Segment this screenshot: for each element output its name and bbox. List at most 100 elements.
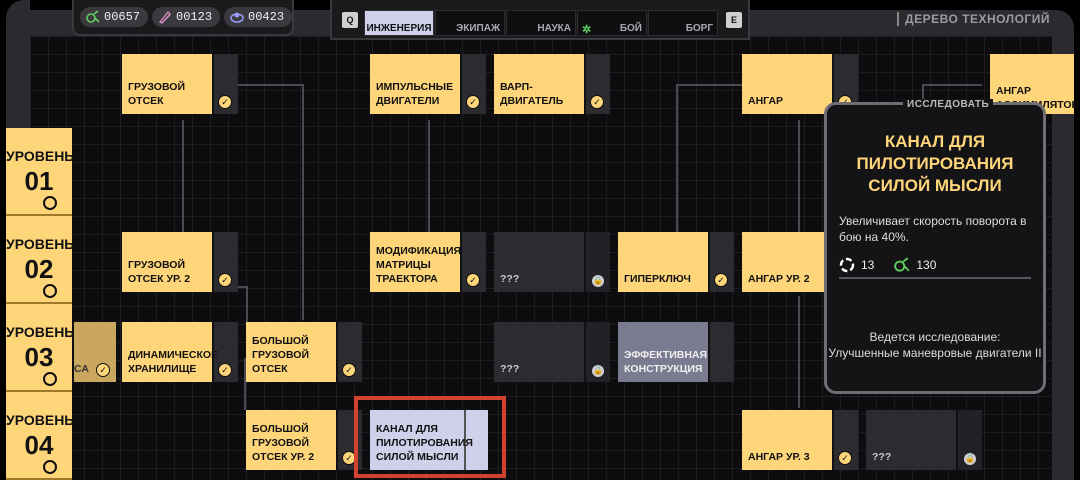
connector-line [798, 120, 800, 236]
level-number: 02 [24, 254, 54, 284]
level-1: УРОВЕНЬ 01 [6, 128, 75, 216]
tech-card[interactable]: ГРУЗОВОЙ ОТСЕК УР. 2 ✓ [122, 232, 238, 292]
check-icon: ✓ [218, 363, 232, 377]
check-icon: ✓ [466, 95, 480, 109]
tech-card-name: ВАРП-ДВИГАТЕЛЬ [500, 81, 564, 107]
tech-card-locked[interactable]: ??? 🔒 [494, 232, 610, 292]
level-number: 01 [24, 166, 54, 196]
check-icon [43, 284, 57, 298]
check-icon: ✓ [218, 95, 232, 109]
check-icon: ✓ [96, 363, 110, 377]
check-icon [43, 196, 57, 210]
tech-card-name: ??? [500, 363, 520, 375]
dilithium-icon [158, 10, 171, 24]
resource-research: 00657 [80, 7, 149, 27]
tab-combat-label: БОЙ [619, 23, 642, 34]
tab-borg[interactable]: БОРГ [648, 10, 718, 36]
page-title: ДЕРЕВО ТЕХНОЛОГИЙ [897, 12, 1050, 26]
research-points-icon [894, 257, 910, 272]
tech-card[interactable]: ГРУЗОВОЙ ОТСЕК ✓ [122, 54, 238, 114]
tech-card-name: АНГАР УР. 2 [748, 273, 810, 285]
check-icon: ✓ [466, 273, 480, 287]
level-2: УРОВЕНЬ 02 [6, 216, 75, 304]
resource-bar: 00657 00123 00423 [72, 0, 294, 36]
tech-card-name: ГРУЗОВОЙ ОТСЕК [128, 81, 185, 107]
check-icon: ✓ [590, 95, 604, 109]
tech-card-name: ??? [872, 451, 892, 463]
tech-card-available[interactable]: ЭФФЕКТИВНАЯ КОНСТРУКЦИЯ [618, 322, 734, 382]
tech-card-name: ИМПУЛЬСНЫЕ ДВИГАТЕЛИ [376, 81, 454, 107]
connector-line [244, 358, 246, 410]
cost-research: 130 [916, 258, 937, 272]
alloys-value: 00423 [248, 10, 285, 24]
check-icon: ✓ [218, 273, 232, 287]
connector-line [428, 120, 430, 236]
tab-crew[interactable]: ЭКИПАЖ [435, 10, 505, 36]
connector-line [302, 84, 304, 320]
connector-line [676, 84, 742, 86]
tech-card[interactable]: ГИПЕРКЛЮЧ ✓ [618, 232, 734, 292]
tech-card-name: АНГАР УР. 3 [748, 451, 810, 463]
research-status: Ведется исследование: Улучшенные маневро… [827, 329, 1043, 361]
divider [839, 277, 1031, 279]
window-frame-right [1052, 10, 1074, 480]
check-icon [43, 460, 57, 474]
tech-card-name: АНГАР [748, 95, 784, 107]
check-icon: ✓ [714, 273, 728, 287]
level-number: 04 [24, 430, 54, 460]
research-tooltip: ИССЛЕДОВАТЬ КАНАЛ ДЛЯ ПИЛОТИРОВАНИЯ СИЛО… [824, 99, 1046, 394]
level-4: УРОВЕНЬ 04 [6, 392, 75, 480]
turns-icon [839, 257, 855, 273]
tech-card-locked[interactable]: ??? 🔒 [866, 410, 982, 470]
dilithium-value: 00123 [176, 10, 213, 24]
tooltip-header: ИССЛЕДОВАТЬ [903, 99, 994, 110]
gear-icon: ✲ [582, 24, 592, 36]
connector-line [246, 286, 248, 324]
connector-line [922, 84, 982, 86]
check-icon [43, 372, 57, 386]
level-label: УРОВЕНЬ [6, 412, 75, 428]
lock-icon: 🔒 [592, 365, 604, 377]
tech-card[interactable]: СА ✓ [74, 322, 116, 382]
tech-card-selected[interactable]: КАНАЛ ДЛЯ ПИЛОТИРОВАНИЯ СИЛОЙ МЫСЛИ [370, 410, 488, 470]
next-tab-key[interactable]: E [726, 12, 742, 28]
tech-card[interactable]: МОДИФИКАЦИЯ МАТРИЦЫ ТРАЕКТОРА ✓ [370, 232, 486, 292]
tech-card[interactable]: ИМПУЛЬСНЫЕ ДВИГАТЕЛИ ✓ [370, 54, 486, 114]
tech-card[interactable]: БОЛЬШОЙ ГРУЗОВОЙ ОТСЕК УР. 2 ✓ [246, 410, 362, 470]
check-icon: ✓ [838, 451, 852, 465]
prev-tab-key[interactable]: Q [342, 12, 358, 28]
check-icon: ✓ [342, 363, 356, 377]
tech-card-name: БОЛЬШОЙ ГРУЗОВОЙ ОТСЕК [252, 335, 309, 375]
tech-card-name: МОДИФИКАЦИЯ МАТРИЦЫ ТРАЕКТОРА [376, 245, 462, 285]
tech-card-name: КАНАЛ ДЛЯ ПИЛОТИРОВАНИЯ СИЛОЙ МЫСЛИ [376, 423, 473, 463]
tech-card[interactable]: ВАРП-ДВИГАТЕЛЬ ✓ [494, 54, 610, 114]
tab-engineering[interactable]: ИНЖЕНЕРИЯ [364, 10, 434, 36]
level-label: УРОВЕНЬ [6, 148, 75, 164]
selection-highlight [354, 396, 506, 478]
tech-card[interactable]: АНГАР УР. 3 ✓ [742, 410, 858, 470]
connector-line [676, 84, 678, 234]
level-label: УРОВЕНЬ [6, 236, 75, 252]
tech-card-locked[interactable]: ??? 🔒 [494, 322, 610, 382]
research-points-icon [86, 10, 100, 23]
tooltip-title: КАНАЛ ДЛЯ ПИЛОТИРОВАНИЯ СИЛОЙ МЫСЛИ [856, 132, 1014, 195]
resource-dilithium: 00123 [152, 7, 221, 27]
tech-card-name: СА [74, 363, 89, 375]
level-label: УРОВЕНЬ [6, 324, 75, 340]
level-number: 03 [24, 342, 54, 372]
window-frame-left [6, 0, 30, 130]
alloys-icon [230, 12, 244, 23]
lock-icon: 🔒 [964, 453, 976, 465]
tooltip-costs: 13 130 [839, 257, 936, 273]
tech-card[interactable]: ДИНАМИЧЕСКОЕ ХРАНИЛИЩЕ ✓ [122, 322, 238, 382]
category-tabs: Q ИНЖЕНЕРИЯ ЭКИПАЖ НАУКА ✲ БОЙ БОРГ E [330, 0, 750, 40]
research-points-value: 00657 [104, 10, 141, 24]
tab-science[interactable]: НАУКА [506, 10, 576, 36]
tech-card-name: БОЛЬШОЙ ГРУЗОВОЙ ОТСЕК УР. 2 [252, 423, 315, 463]
status-line-1: Ведется исследование: [869, 330, 1001, 344]
tech-card-name: ДИНАМИЧЕСКОЕ ХРАНИЛИЩЕ [128, 349, 219, 375]
tech-card-name: ЭФФЕКТИВНАЯ КОНСТРУКЦИЯ [624, 349, 708, 375]
lock-icon: 🔒 [592, 275, 604, 287]
tab-combat[interactable]: ✲ БОЙ [577, 10, 647, 36]
tech-card[interactable]: БОЛЬШОЙ ГРУЗОВОЙ ОТСЕК ✓ [246, 322, 362, 382]
